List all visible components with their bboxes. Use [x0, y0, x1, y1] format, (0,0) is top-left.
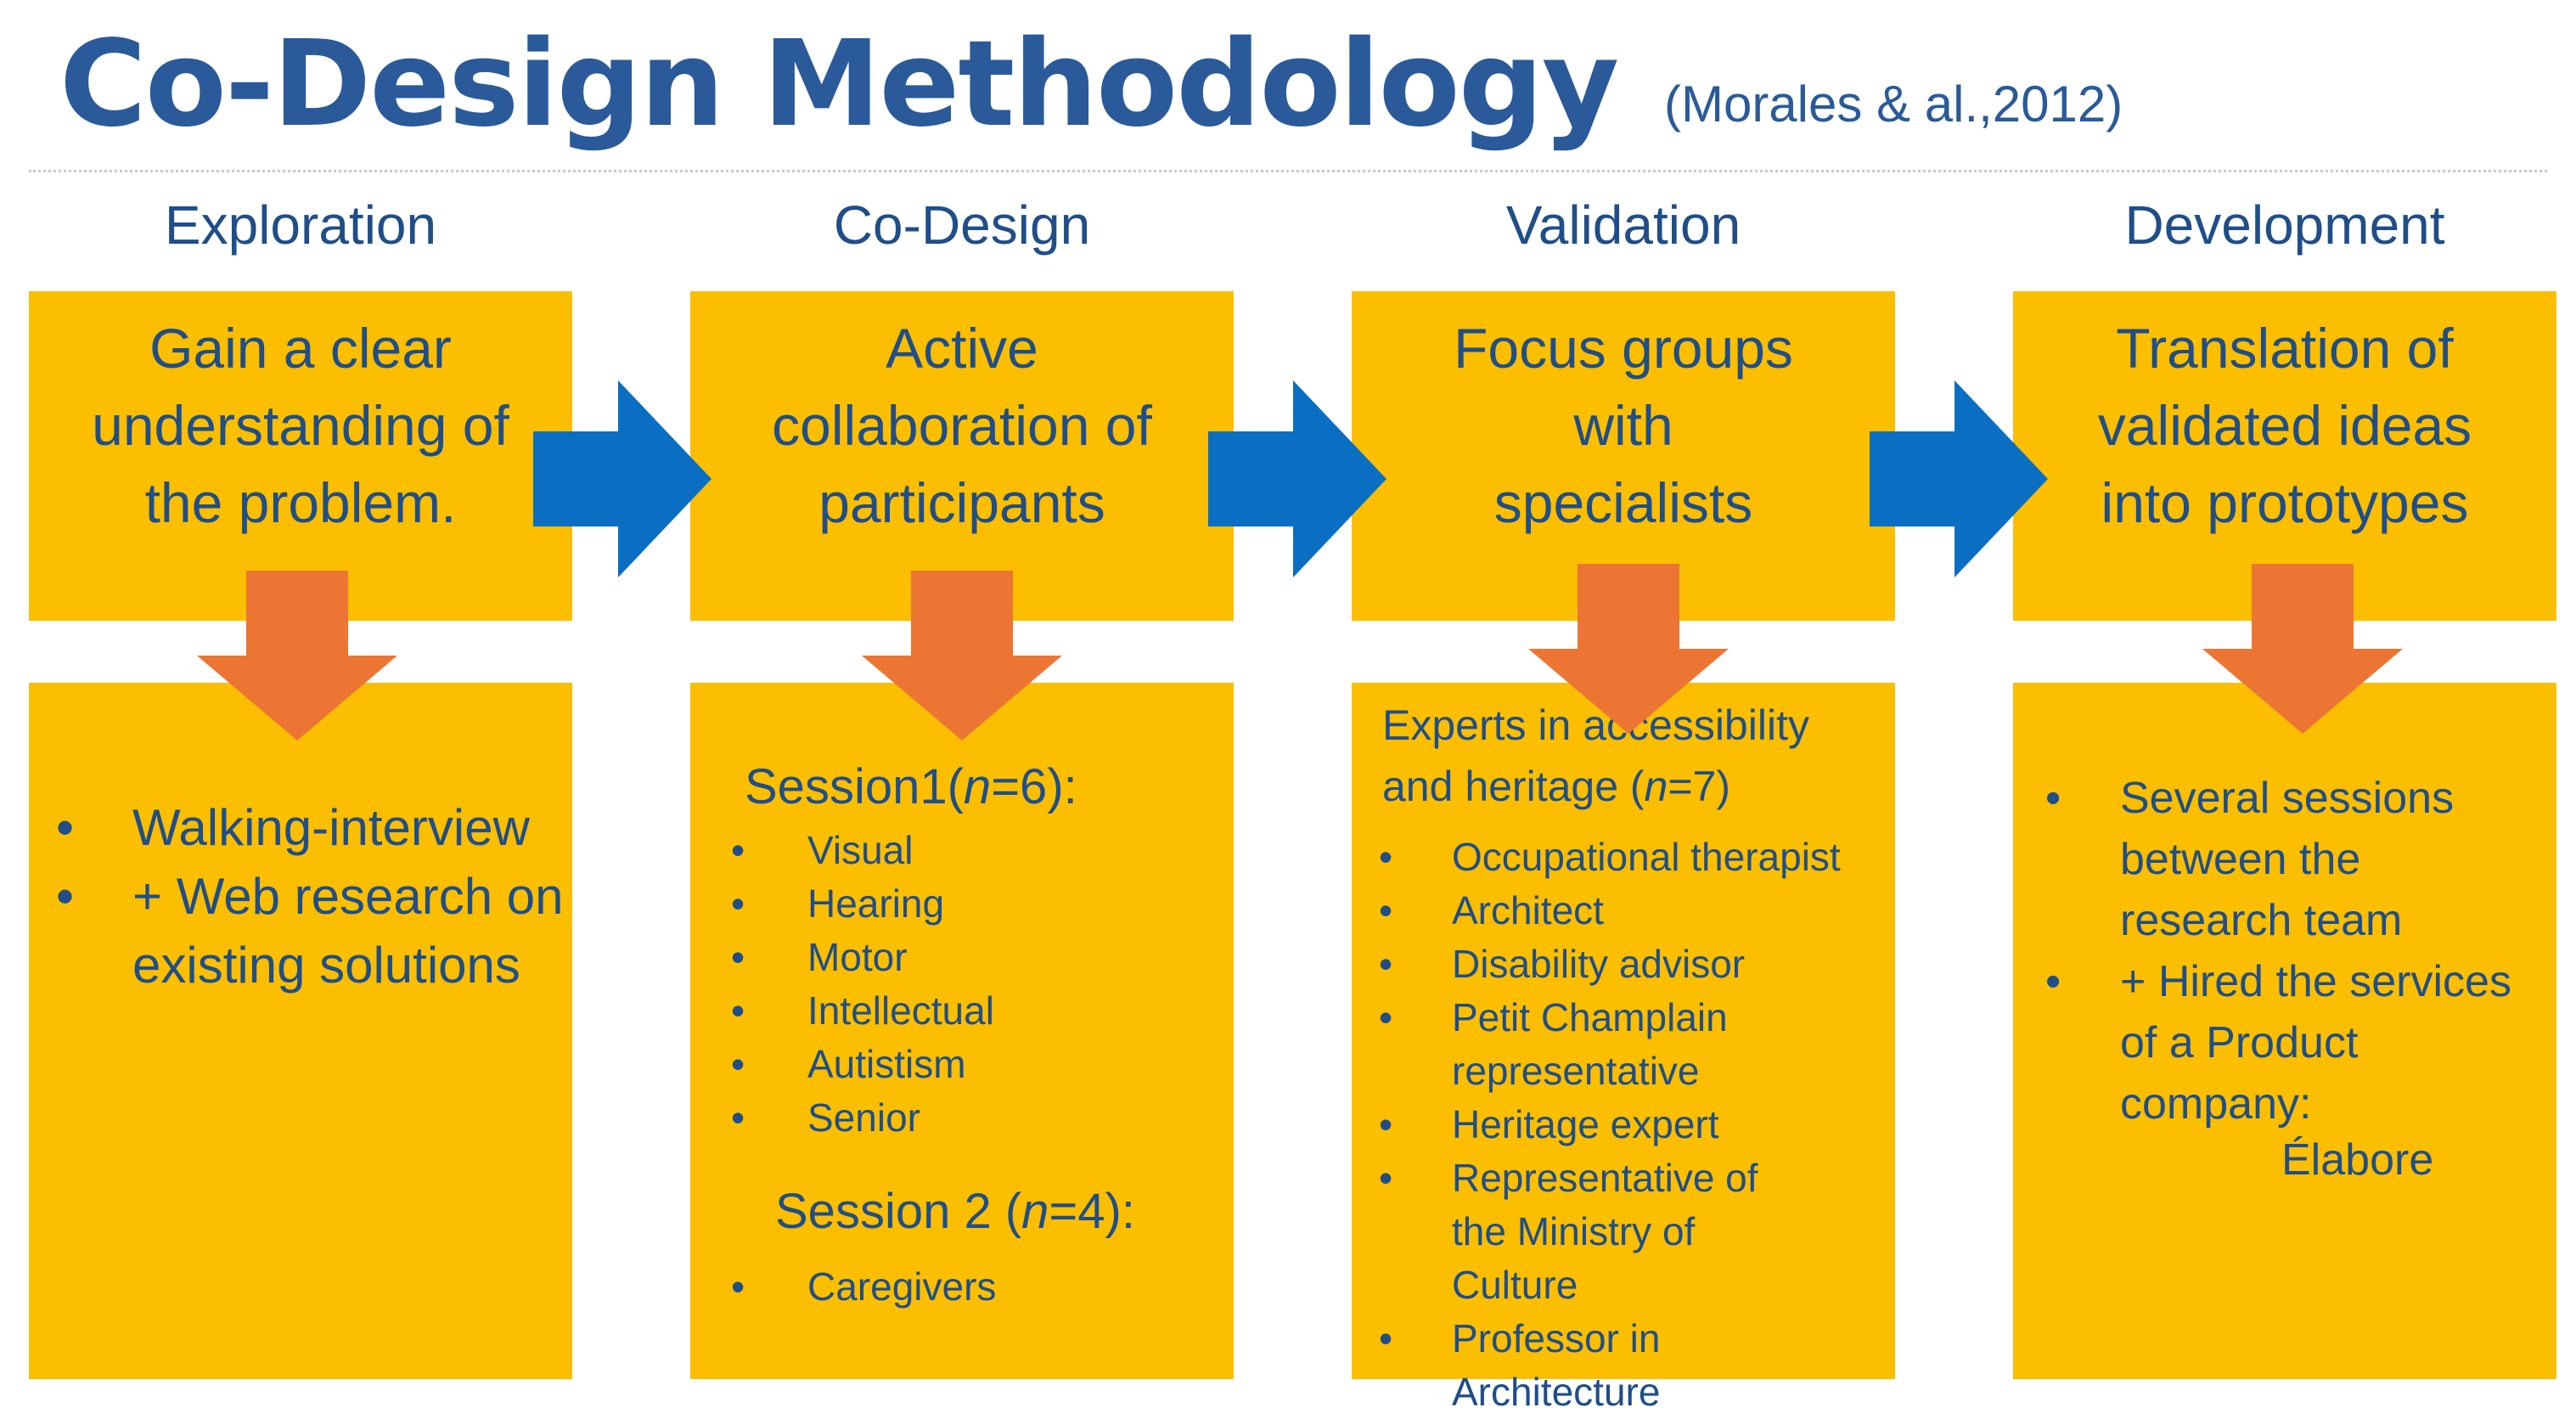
session1-heading: Session1(n=6):: [745, 759, 1077, 814]
phase-title-validation: Validation: [1505, 194, 1741, 256]
list-item: Architect: [1352, 884, 1895, 938]
arrow-down-icon: [197, 571, 397, 740]
goal-line: Focus groups: [1454, 317, 1793, 380]
phase-title-exploration: Exploration: [164, 194, 437, 256]
company-name: Élabore: [2281, 1135, 2434, 1185]
detail-box-co-design: Session1(n=6): Visual Hearing Motor Inte…: [690, 683, 1234, 1379]
goal-line: validated ideas: [2097, 394, 2472, 457]
list-item: Professor in Architecture: [1352, 1312, 1895, 1419]
bullet-list: Walking-interview + Web research on exis…: [29, 793, 572, 999]
goal-line: Translation of: [2116, 317, 2454, 380]
goal-text: Translation of validated ideas into prot…: [2013, 310, 2556, 542]
goal-box-exploration: Gain a clear understanding of the proble…: [29, 291, 572, 621]
list-item: Senior: [690, 1091, 1234, 1145]
phase-title-co-design: Co-Design: [833, 194, 1091, 256]
goal-line: into prototypes: [2101, 471, 2469, 534]
list-item: Caregivers: [690, 1260, 1234, 1314]
list-item: Autistism: [690, 1038, 1234, 1091]
bullet-list: Several sessions between the research te…: [2013, 768, 2556, 1135]
list-item: Motor: [690, 931, 1234, 984]
goal-box-co-design: Active collaboration of participants: [690, 291, 1234, 621]
goal-line: Active: [886, 317, 1038, 380]
list-item: Intellectual: [690, 984, 1234, 1038]
list-item: Representative of the Ministry of Cultur…: [1352, 1152, 1895, 1312]
list-item: Walking-interview: [29, 793, 572, 862]
list-item: Disability advisor: [1352, 938, 1895, 991]
list-item: Occupational therapist: [1352, 831, 1895, 884]
list-item: Heritage expert: [1352, 1098, 1895, 1152]
goal-text: Focus groups with specialists: [1352, 310, 1895, 542]
citation: (Morales & al.,2012): [1664, 76, 2123, 132]
arrow-down-icon: [862, 571, 1062, 740]
list-item: Petit Champlain representative: [1352, 991, 1895, 1098]
session2-heading: Session 2 (n=4):: [775, 1184, 1135, 1239]
list-item: Several sessions between the research te…: [2013, 768, 2556, 951]
goal-line: understanding of: [92, 394, 509, 457]
session1-list: Visual Hearing Motor Intellectual Autist…: [690, 824, 1234, 1145]
goal-line: with: [1573, 394, 1673, 457]
goal-box-validation: Focus groups with specialists: [1352, 291, 1895, 621]
experts-list: Occupational therapist Architect Disabil…: [1352, 831, 1895, 1419]
arrow-right-icon: [533, 380, 711, 577]
list-item: Hearing: [690, 877, 1234, 931]
list-item: + Hired the services of a Product compan…: [2013, 951, 2556, 1135]
experts-heading-line: Experts in accessibility: [1382, 701, 1809, 749]
goal-line: participants: [818, 471, 1105, 534]
arrow-right-icon: [1208, 380, 1386, 577]
detail-box-exploration: Walking-interview + Web research on exis…: [29, 683, 572, 1379]
experts-heading: Experts in accessibility and heritage (n…: [1382, 695, 1809, 817]
experts-heading-line: and heritage (n=7): [1382, 763, 1731, 810]
goal-line: the problem.: [144, 471, 457, 534]
goal-text: Active collaboration of participants: [690, 310, 1234, 542]
title-separator: [29, 170, 2547, 172]
goal-line: Gain a clear: [149, 317, 452, 380]
phase-title-development: Development: [2124, 194, 2445, 256]
session2-list: Caregivers: [690, 1260, 1234, 1314]
list-item: Visual: [690, 824, 1234, 877]
detail-box-development: Several sessions between the research te…: [2013, 683, 2556, 1379]
goal-line: collaboration of: [772, 394, 1152, 457]
list-item: + Web research on existing solutions: [29, 862, 572, 999]
goal-text: Gain a clear understanding of the proble…: [29, 310, 572, 542]
goal-line: specialists: [1493, 471, 1753, 534]
arrow-down-icon: [2202, 564, 2403, 734]
arrow-down-icon: [1528, 564, 1729, 734]
arrow-right-icon: [1870, 380, 2048, 577]
detail-box-validation: Experts in accessibility and heritage (n…: [1352, 683, 1895, 1414]
page-title: Co-Design Methodology: [59, 15, 1619, 154]
